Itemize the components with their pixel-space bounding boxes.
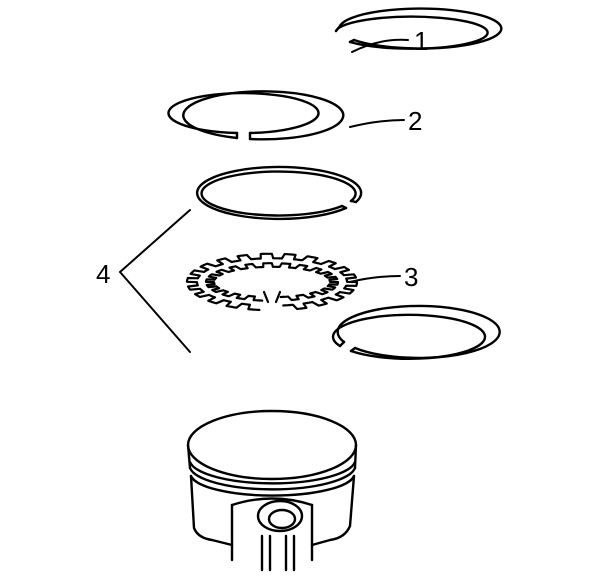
callout-1: 1 (414, 26, 428, 56)
leader-line-4-lower (119, 271, 191, 353)
callout-4: 4 (96, 259, 110, 289)
lower-oil-rail (331, 304, 501, 360)
upper-oil-rail (195, 165, 363, 221)
callout-2: 2 (408, 106, 422, 136)
second-compression-ring (167, 90, 345, 141)
leader-lines (119, 38, 409, 353)
leader-line-4-upper (119, 209, 191, 273)
oil-ring-expander (185, 252, 359, 311)
upper-compression-ring (334, 7, 503, 50)
piston (186, 409, 358, 572)
leader-line-2 (349, 119, 405, 128)
leader-line-1 (351, 38, 409, 53)
leader-line-3 (349, 275, 401, 283)
callout-3: 3 (404, 262, 418, 292)
